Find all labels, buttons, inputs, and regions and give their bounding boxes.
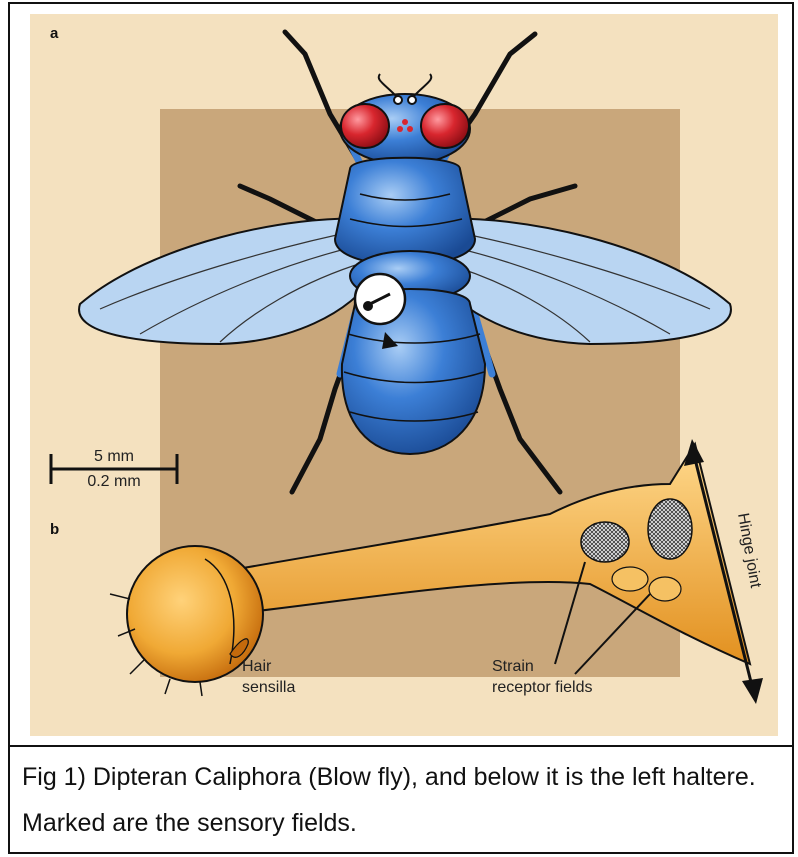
receptor-fields-label: receptor fields [492, 679, 593, 696]
scale-bar-bottom-label: 0.2 mm [87, 473, 140, 490]
strain-field-1 [581, 522, 629, 562]
sensilla-label: sensilla [242, 679, 295, 696]
figure-canvas: a b [30, 14, 778, 736]
scale-bar: 5 mm 0.2 mm [50, 448, 178, 490]
strain-field-2 [648, 499, 692, 559]
arrow-up-icon [684, 439, 704, 466]
left-eye [341, 104, 389, 148]
panel-b-label: b [50, 521, 59, 538]
hinge-joint-label: Hinge joint [734, 512, 764, 590]
strain-label: Strain [492, 658, 534, 675]
right-eye [421, 104, 469, 148]
figure-caption: Fig 1) Dipteran Caliphora (Blow fly), an… [22, 754, 782, 846]
figure-frame: a b [8, 2, 794, 854]
scale-bar-top-label: 5 mm [94, 448, 134, 465]
fly-thorax [335, 158, 475, 266]
panel-a-label: a [50, 25, 59, 42]
figure-cell: a b [10, 4, 792, 747]
hair-label: Hair [242, 658, 272, 675]
fly-figure: a b [30, 14, 778, 736]
arrow-down-icon [742, 678, 763, 704]
